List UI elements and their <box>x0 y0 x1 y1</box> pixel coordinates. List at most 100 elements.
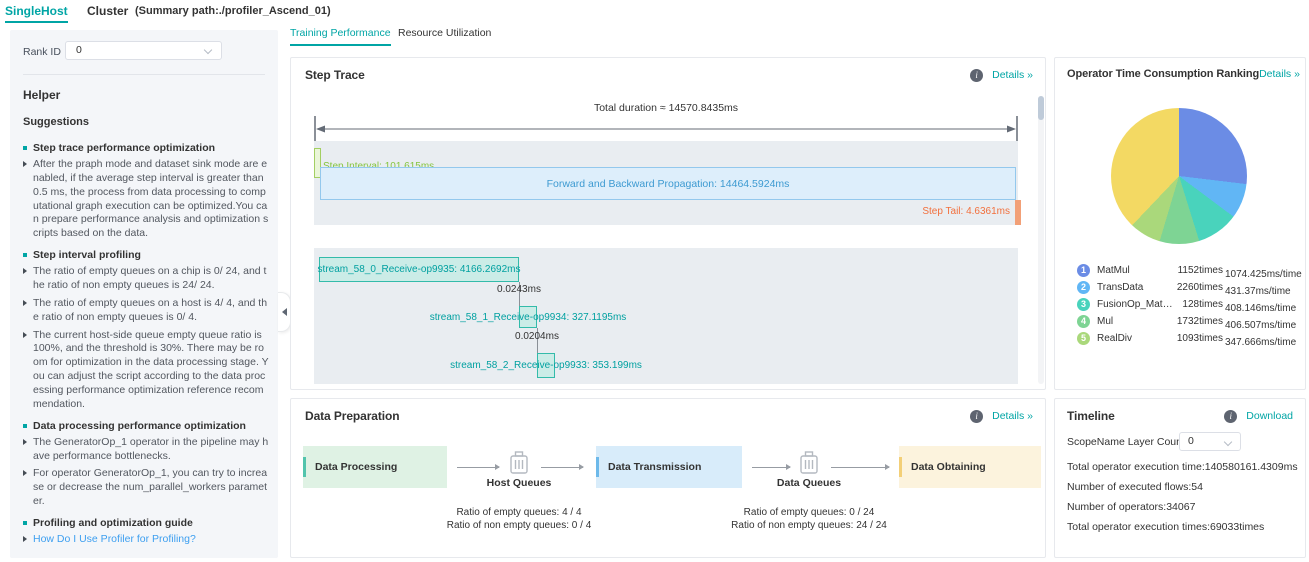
rank-badge: 4 <box>1077 315 1090 328</box>
suggestion-item-text: The ratio of empty queues on a host is 4… <box>33 296 268 323</box>
square-bullet-icon <box>23 521 27 526</box>
step-tail-bar[interactable] <box>1015 200 1021 225</box>
data-processing-label: Data Processing <box>315 461 398 473</box>
stream-receive-bar-2[interactable]: stream_58_2_Receive-op9933: 353.199ms <box>450 353 642 378</box>
step-tail-label: Step Tail: 4.6361ms <box>922 206 1010 217</box>
host-empty-ratio: Ratio of empty queues: 4 / 4 <box>456 507 582 518</box>
collapse-left-icon <box>281 308 287 316</box>
triangle-bullet-icon <box>23 331 27 338</box>
operator-name: Mul <box>1097 316 1114 327</box>
accent-bar <box>596 457 599 477</box>
suggestion-section-title-text: Data processing performance optimization <box>33 419 246 432</box>
data-processing-box[interactable]: Data Processing <box>303 446 447 488</box>
step-trace-lane-1: Step Interval: 101.615ms Forward and Bac… <box>314 141 1021 225</box>
info-icon[interactable]: i <box>970 68 984 82</box>
total-duration-label: Total duration ≈ 14570.8435ms <box>593 102 739 114</box>
triangle-bullet-icon <box>23 438 27 445</box>
summary-path: (Summary path:./profiler_Ascend_01) <box>135 5 331 17</box>
data-preparation-details-link[interactable]: Details » <box>992 410 1033 422</box>
rank-badge: 3 <box>1077 298 1090 311</box>
step-trace-title: Step Trace <box>305 68 365 82</box>
data-transmission-box[interactable]: Data Transmission <box>596 446 742 488</box>
suggestion-item-text: After the praph mode and dataset sink mo… <box>33 158 269 240</box>
rank-id-select[interactable]: 0 <box>65 41 222 60</box>
data-preparation-header: Data Preparation i Details » <box>291 409 1045 423</box>
square-bullet-icon <box>23 253 27 258</box>
host-queue-icon <box>510 451 528 474</box>
host-queues-label: Host Queues <box>486 477 552 489</box>
data-preparation-panel: Data Preparation i Details » Data Proces… <box>290 398 1046 558</box>
tab-training-performance[interactable]: Training Performance <box>290 27 391 46</box>
stream-receive-bar-1[interactable]: stream_58_1_Receive-op9934: 327.1195ms <box>430 306 626 328</box>
tab-singlehost[interactable]: SingleHost <box>5 4 68 23</box>
suggestion-item: The GeneratorOp_1 operator in the pipeli… <box>23 436 269 464</box>
operator-avg-time: 406.507ms/time <box>1225 315 1307 331</box>
suggestion-section-title-text: Step interval profiling <box>33 249 141 262</box>
timeline-download-link[interactable]: Download <box>1246 410 1293 422</box>
operator-avg-time: 431.37ms/time <box>1225 281 1307 297</box>
suggestion-section-title: Data processing performance optimization <box>23 420 269 432</box>
timeline-header: Timeline i Download <box>1055 409 1305 423</box>
operator-count: 2260times <box>1176 282 1223 293</box>
operator-avg-time-text: 431.37ms/time <box>1225 285 1291 297</box>
stream-gap-label-0: 0.0243ms <box>497 284 541 295</box>
suggestion-section-title-text: Step trace performance optimization <box>33 142 216 154</box>
total-duration-arrow <box>314 116 1018 142</box>
timeline-panel: Timeline i Download ScopeName Layer Coun… <box>1054 398 1306 558</box>
helper-title: Helper <box>23 88 61 102</box>
step-interval-label: Step Interval: 101.615ms <box>323 161 434 172</box>
fp-bp-bar[interactable]: Forward and Backward Propagation: 14464.… <box>320 167 1016 200</box>
scope-layer-counts-select[interactable]: 0 <box>1179 432 1241 451</box>
suggestion-item-text: The ratio of empty queues on a chip is 0… <box>33 265 267 292</box>
top-bar: SingleHost Cluster (Summary path:./profi… <box>0 0 1309 24</box>
operator-avg-time-text: 408.146ms/time <box>1225 302 1297 314</box>
operators-count-stat: Number of operators:34067 <box>1067 501 1196 513</box>
operator-ranking-panel: Operator Time Consumption Ranking Detail… <box>1054 57 1306 390</box>
suggestion-section-title: Step interval profiling <box>23 249 269 261</box>
square-bullet-icon <box>23 423 27 428</box>
profiler-guide-link[interactable]: How Do I Use Profiler for Profiling? <box>33 533 196 546</box>
suggestion-item: The ratio of empty queues on a host is 4… <box>23 297 269 325</box>
triangle-bullet-icon <box>23 161 27 167</box>
operator-ranking-title: Operator Time Consumption Ranking <box>1067 68 1260 80</box>
rank-badge: 1 <box>1077 264 1090 277</box>
suggestion-item-text: The GeneratorOp_1 operator in the pipeli… <box>33 435 269 462</box>
operator-ranking-details-link[interactable]: Details » <box>1259 68 1300 80</box>
flow-arrow-icon <box>831 464 890 470</box>
data-queue-icon <box>800 451 818 474</box>
data-empty-ratio: Ratio of empty queues: 0 / 24 <box>743 507 875 518</box>
step-trace-panel: Step Trace i Details » Total duration ≈ … <box>290 57 1046 390</box>
operator-name: RealDiv <box>1097 333 1133 344</box>
suggestion-section-title: Profiling and optimization guide <box>23 517 269 529</box>
square-bullet-icon <box>23 146 27 150</box>
operator-count: 1093times <box>1176 333 1223 344</box>
step-trace-scrollbar-track <box>1038 96 1044 384</box>
info-icon[interactable]: i <box>970 409 984 423</box>
triangle-bullet-icon <box>23 299 27 306</box>
step-trace-details-link[interactable]: Details » <box>992 69 1033 81</box>
tab-cluster[interactable]: Cluster <box>87 4 129 18</box>
helper-sidebar: Rank ID 0 Helper Suggestions Step trace … <box>10 30 278 558</box>
operator-time-pie-chart[interactable] <box>1111 108 1247 244</box>
tab-resource-utilization[interactable]: Resource Utilization <box>398 27 492 39</box>
operator-count: 1732times <box>1176 316 1223 327</box>
triangle-bullet-icon <box>23 470 27 477</box>
step-trace-scrollbar-thumb[interactable] <box>1038 96 1044 120</box>
host-non-empty-ratio: Ratio of non empty queues: 0 / 4 <box>446 520 592 531</box>
suggestions-title: Suggestions <box>23 116 90 128</box>
info-icon[interactable]: i <box>1224 409 1238 423</box>
scope-layer-counts-value: 0 <box>1188 435 1194 447</box>
scope-layer-counts-label: ScopeName Layer Counts: <box>1067 436 1194 448</box>
sidebar-divider <box>23 74 265 75</box>
data-preparation-title: Data Preparation <box>305 409 400 423</box>
data-transmission-label: Data Transmission <box>608 461 702 473</box>
timeline-title: Timeline <box>1067 409 1115 423</box>
step-interval-bar[interactable] <box>314 148 321 178</box>
operator-ranking-row: 3FusionOp_MatMul...128times408.146ms/tim… <box>1055 296 1307 314</box>
data-obtaining-box[interactable]: Data Obtaining <box>899 446 1041 488</box>
suggestion-item: After the praph mode and dataset sink mo… <box>23 158 269 241</box>
step-trace-header: Step Trace i Details » <box>291 68 1045 82</box>
stream-receive-bar-0[interactable]: stream_58_0_Receive-op9935: 4166.2692ms <box>318 257 520 282</box>
